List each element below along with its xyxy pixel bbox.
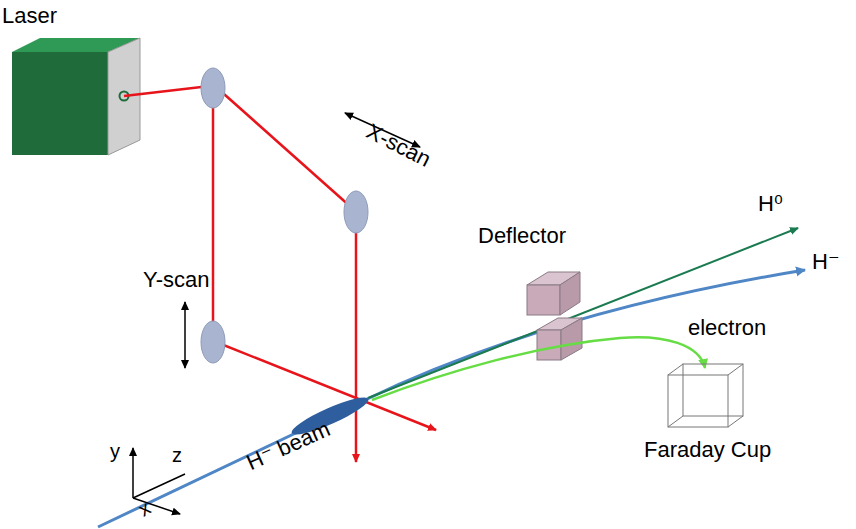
- scan-label: X-scan: [363, 119, 435, 172]
- neutral-beam: [368, 228, 798, 398]
- particle-label: electron: [688, 316, 766, 340]
- beam-label: H⁻ beam: [243, 417, 334, 475]
- beam-label: H⁻: [812, 250, 840, 274]
- deflector-node: Deflector: [470, 222, 590, 362]
- laser-box: [12, 38, 140, 155]
- node-label: Faraday Cup: [644, 438, 771, 462]
- laser-path: [124, 86, 436, 462]
- beam-line: [98, 270, 805, 527]
- faraday-cup: [668, 364, 743, 427]
- scan-label: Y-scan: [143, 268, 209, 292]
- mirror: [201, 68, 368, 363]
- node-label: Laser: [2, 4, 57, 28]
- electron-path: [372, 337, 705, 400]
- axis-label: y: [110, 440, 120, 462]
- faraday-cup-node: Faraday Cup: [640, 362, 770, 468]
- beam-label: H⁰: [758, 192, 783, 216]
- scan-arrow: [184, 302, 186, 368]
- node-label: Deflector: [478, 224, 566, 248]
- axis-label: z: [172, 444, 182, 466]
- laser-node: Laser: [0, 2, 150, 160]
